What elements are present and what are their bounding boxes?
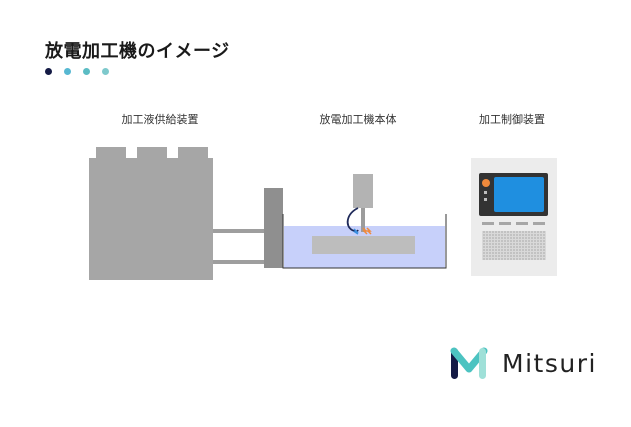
supply-tank — [89, 158, 213, 280]
workpiece — [312, 236, 415, 254]
accent-dot — [83, 68, 90, 75]
accent-dot — [64, 68, 71, 75]
label-fluid-supply: 加工液供給装置 — [121, 113, 199, 126]
key-bar — [533, 222, 545, 225]
control-unit — [471, 158, 557, 276]
key-bar — [516, 222, 528, 225]
work-tank — [282, 214, 447, 269]
supply-pipes — [213, 229, 265, 264]
supply-vent — [137, 147, 167, 159]
electrode-head — [353, 174, 373, 208]
indicator-light — [482, 179, 490, 187]
fluid-supply-unit — [89, 147, 213, 280]
panel-button — [484, 198, 487, 201]
panel-button — [484, 191, 487, 194]
title-accent-dots — [45, 68, 109, 75]
electrode-rod — [361, 208, 365, 232]
machine-body — [264, 174, 447, 269]
keypad-grid — [482, 231, 546, 260]
mitsuri-logo-icon — [450, 347, 488, 379]
pipe-upper — [213, 229, 265, 233]
page-title: 放電加工機のイメージ — [45, 41, 230, 62]
key-bar — [482, 222, 494, 225]
supply-vent — [178, 147, 208, 159]
label-control-unit: 加工制御装置 — [479, 113, 545, 126]
label-machine-body: 放電加工機本体 — [319, 113, 397, 126]
spark-icon — [362, 227, 372, 235]
display-screen — [494, 177, 544, 212]
accent-dot — [102, 68, 109, 75]
machine-column — [264, 188, 283, 268]
key-bar — [499, 222, 511, 225]
spark-icon — [352, 228, 359, 235]
accent-dot — [45, 68, 52, 75]
mitsuri-logo: Mitsuri — [450, 345, 597, 381]
supply-vent — [96, 147, 126, 159]
pipe-lower — [213, 260, 265, 264]
logo-wordmark: Mitsuri — [502, 348, 597, 378]
